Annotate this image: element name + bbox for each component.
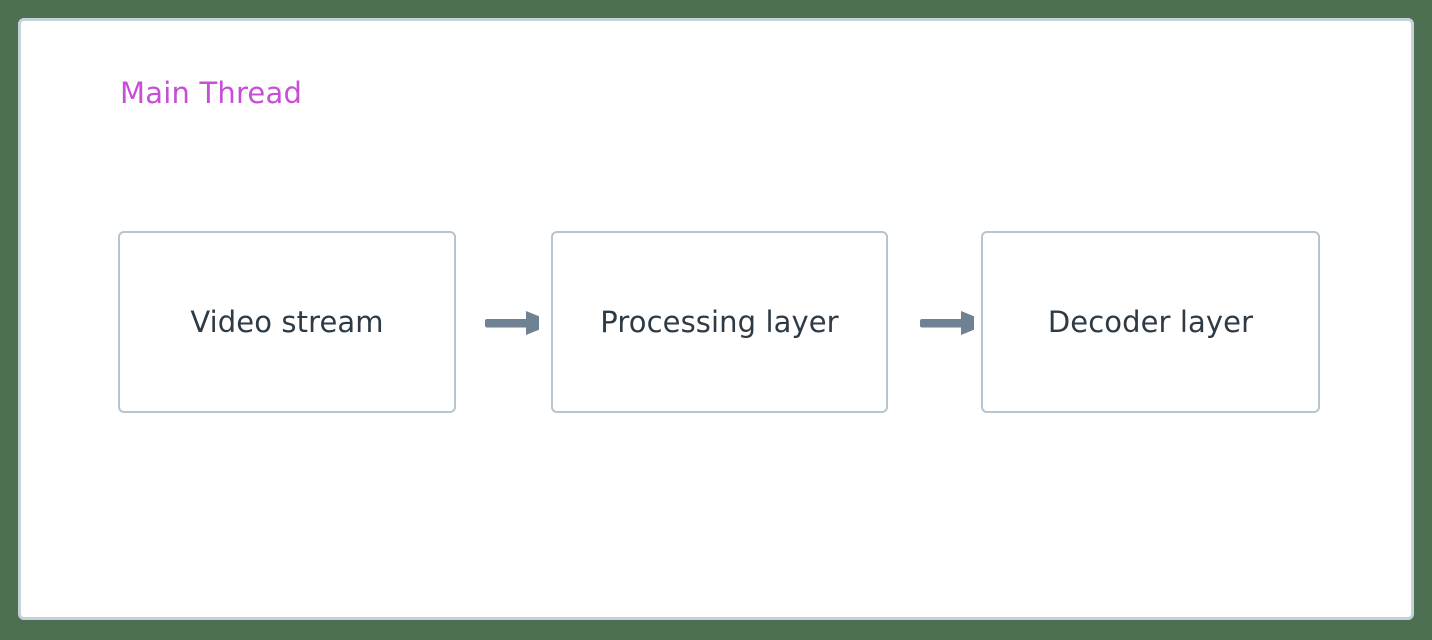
node-label: Video stream: [190, 304, 384, 339]
arrow-right-icon: [920, 311, 974, 335]
edge-video-stream-to-processing-layer: [467, 310, 539, 336]
node-label: Decoder layer: [1047, 304, 1254, 339]
cluster-title-main-thread: Main Thread: [120, 76, 303, 110]
node-label: Processing layer: [600, 304, 839, 339]
edge-processing-layer-to-decoder-layer: [902, 310, 974, 336]
arrow-right-icon: [485, 311, 539, 335]
node-decoder-layer[interactable]: Decoder layer: [981, 231, 1320, 413]
node-processing-layer[interactable]: Processing layer: [551, 231, 888, 413]
diagram-frame: Main Thread Video stream Processing laye…: [18, 18, 1414, 620]
node-video-stream[interactable]: Video stream: [118, 231, 456, 413]
